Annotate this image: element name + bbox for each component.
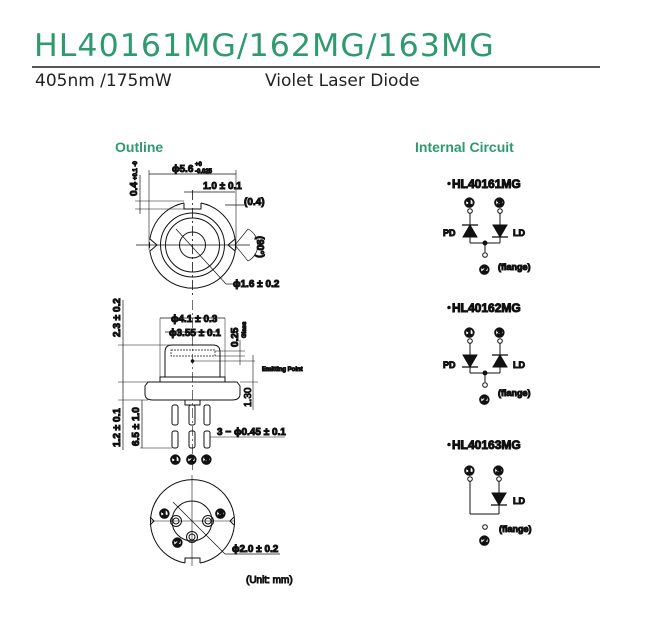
- circuit-161-ld: LD: [513, 228, 525, 238]
- outline-heading: Outline: [115, 139, 164, 155]
- pin-1-label: ①: [170, 453, 181, 467]
- cap-tol-minus: -0.025: [195, 169, 213, 175]
- outer-diameter-label: ϕ4.1 ± 0.3: [171, 314, 218, 325]
- pcd-label: ϕ2.0 ± 0.2: [232, 544, 279, 555]
- circuit-161-pd: PD: [443, 228, 456, 238]
- cap-diameter-label: ϕ5.6: [172, 164, 194, 175]
- circuit-162-pd: PD: [443, 360, 456, 370]
- bottom-pin-2-label: ②: [172, 536, 183, 550]
- circuit-161-title: ･HL40161MG: [446, 177, 521, 191]
- inner-diameter-label: ϕ3.55 ± 0.1: [169, 328, 221, 339]
- circuit-162-pin1: ①: [464, 326, 475, 340]
- internal-circuit-heading: Internal Circuit: [415, 139, 514, 155]
- circuit-hl40163mg: [467, 476, 507, 530]
- key-width-label: 1.0 ± 0.1: [203, 181, 242, 192]
- flange-thickness-label: 1.2 ± 0.1: [112, 408, 123, 447]
- key-tol-label: +0.1 -0: [133, 160, 139, 180]
- spec-text: 405nm /175mW: [35, 71, 172, 91]
- circuit-162-ld: LD: [513, 360, 525, 370]
- circuit-hl40161mg: [462, 208, 508, 258]
- pin-3-label: ③: [201, 453, 212, 467]
- circuit-161-flange: (flange): [498, 262, 531, 272]
- window-diameter-label: ϕ1.6 ± 0.2: [233, 279, 280, 290]
- bottom-pin-1-label: ①: [159, 507, 170, 521]
- key-height-label: 0.4: [129, 182, 140, 196]
- bottom-view-drawing: [149, 475, 280, 566]
- circuit-163-ld: LD: [513, 496, 525, 506]
- unit-label: (Unit: mm): [246, 575, 293, 586]
- glass-label: Glass: [242, 321, 248, 338]
- glass-thickness-label: 0.25: [230, 327, 241, 347]
- circuit-163-pin2: ②: [479, 534, 490, 548]
- description-text: Violet Laser Diode: [265, 71, 420, 91]
- emitting-point-label: Emitting Point: [262, 367, 303, 373]
- circuit-161-pin2: ②: [479, 263, 490, 277]
- emit-height-label: 1.30: [243, 387, 254, 407]
- circuit-163-pin1: ①: [464, 464, 475, 478]
- notch-offset-label: (0.4): [244, 197, 265, 208]
- top-view-drawing: [135, 170, 259, 298]
- bottom-pin-3-label: ③: [215, 507, 226, 521]
- cap-tol-plus: +0: [195, 162, 203, 168]
- height-total-label: 2.3 ± 0.2: [112, 298, 123, 337]
- circuit-163-title: ･HL40163MG: [446, 438, 521, 452]
- notch-angle-label: (90°): [254, 236, 265, 258]
- circuit-hl40162mg: [462, 338, 508, 388]
- title-divider: [32, 66, 600, 68]
- circuit-162-title: ･HL40162MG: [446, 301, 521, 315]
- pin-diameter-label: 3 − ϕ0.45 ± 0.1: [217, 427, 286, 438]
- circuit-161-pin3: ③: [494, 196, 505, 210]
- circuit-162-pin2: ②: [479, 393, 490, 407]
- circuit-163-pin3: ③: [493, 464, 504, 478]
- pin-2-label: ②: [186, 453, 197, 467]
- circuit-162-pin3: ③: [494, 326, 505, 340]
- circuit-163-flange: (flange): [499, 524, 532, 534]
- page-title: HL40161MG/162MG/163MG: [34, 28, 495, 64]
- pin-length-label: 6.5 ± 1.0: [131, 407, 142, 446]
- side-view-drawing: [118, 300, 285, 470]
- circuit-161-pin1: ①: [464, 196, 475, 210]
- circuit-162-flange: (flange): [498, 388, 531, 398]
